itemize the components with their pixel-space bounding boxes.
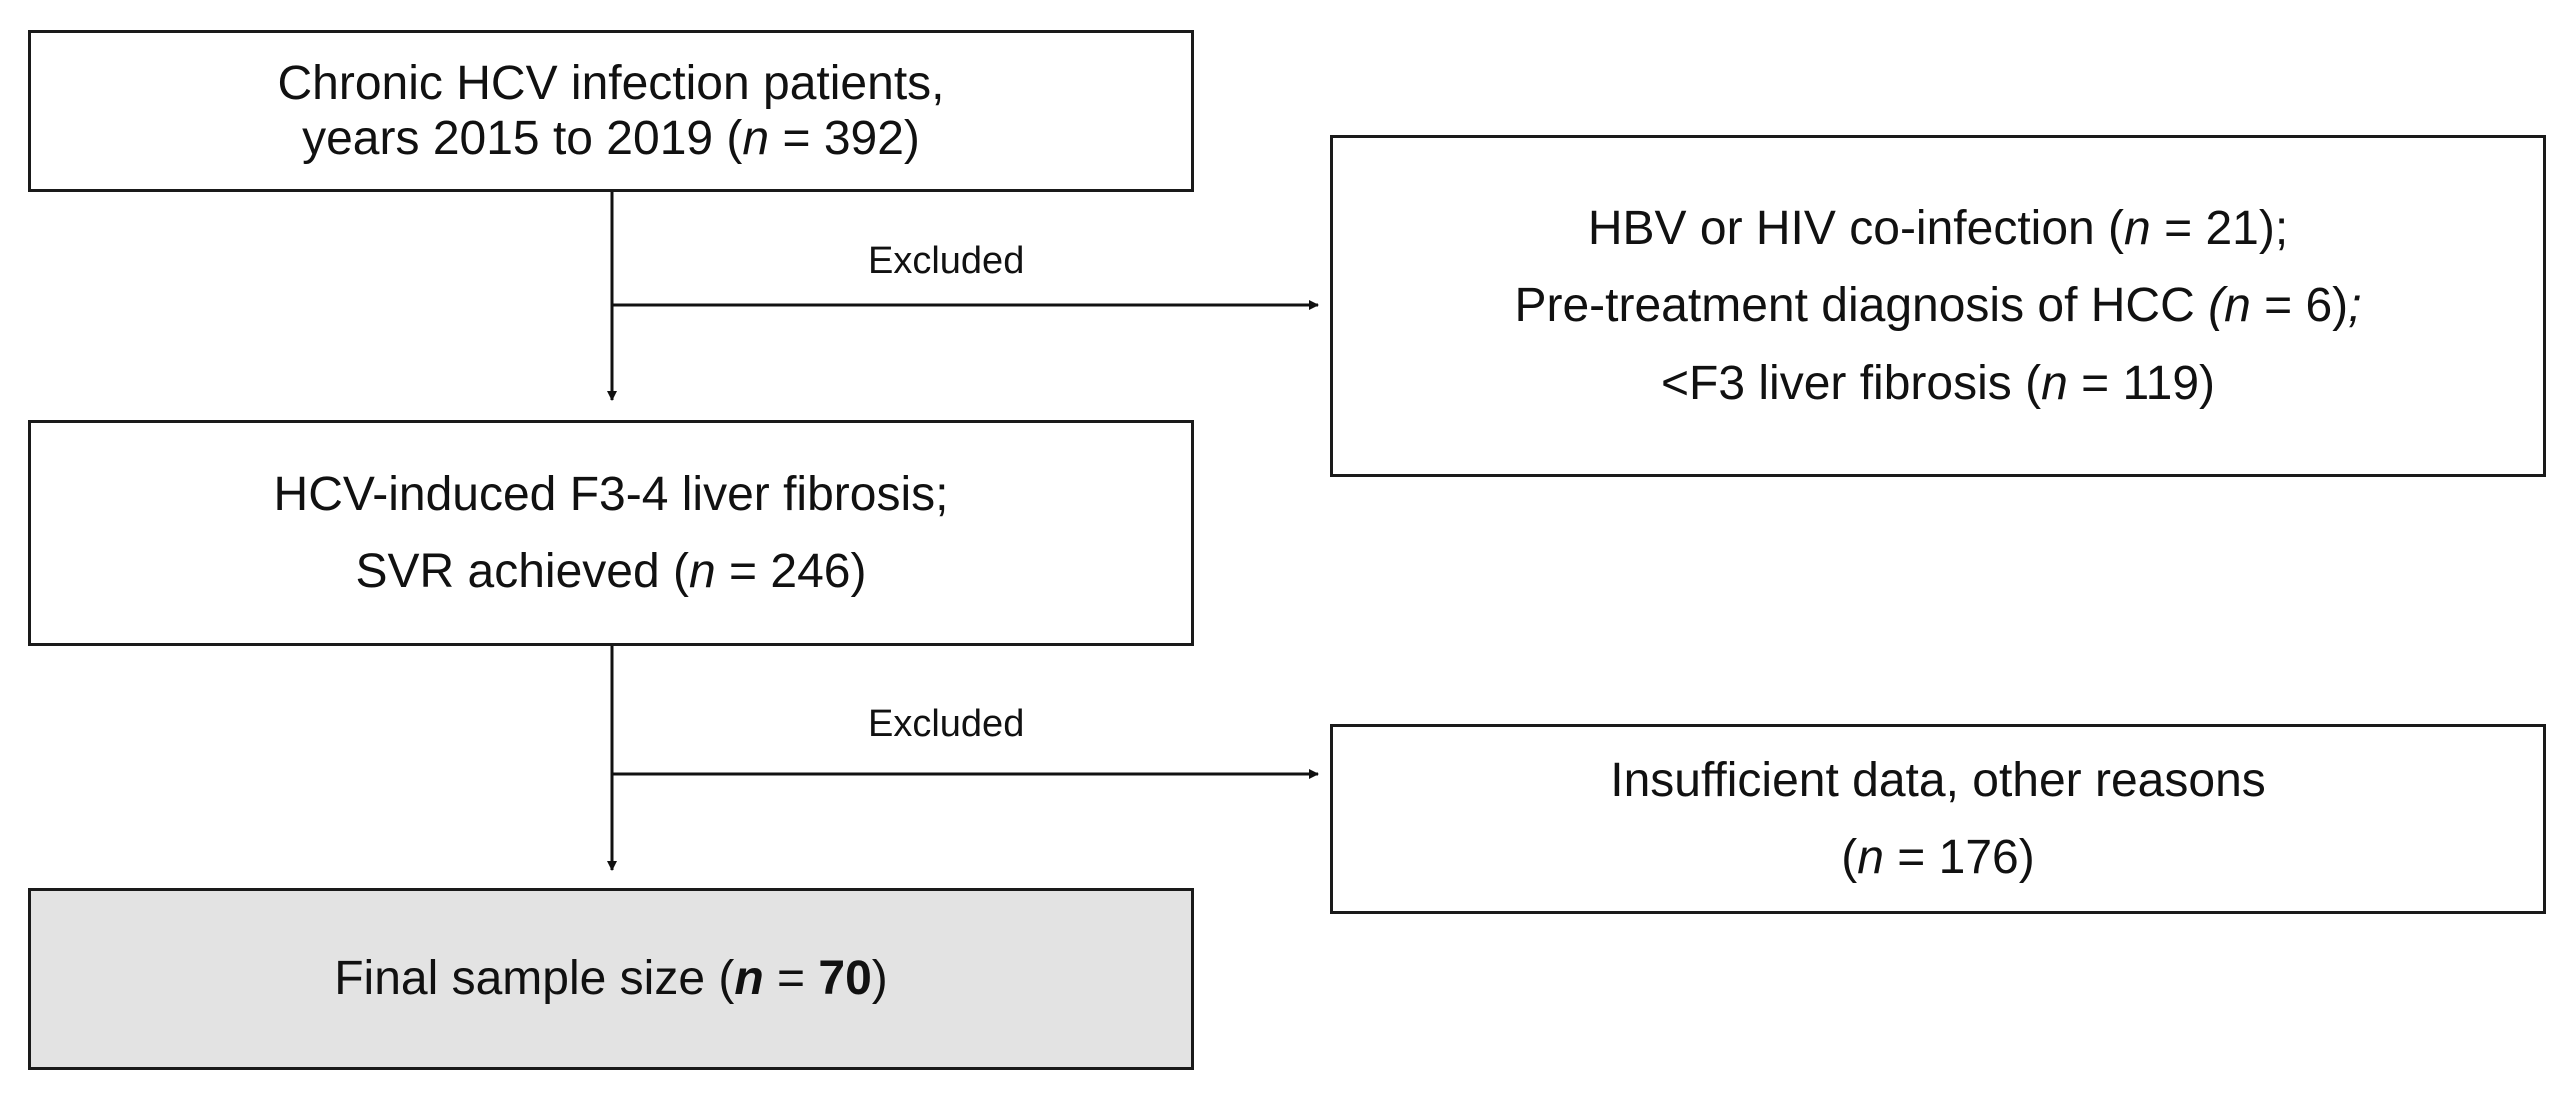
- chronic-line-1: Chronic HCV infection patients,: [277, 56, 945, 110]
- box-chronic-hcv-patients: Chronic HCV infection patients, years 20…: [28, 30, 1194, 192]
- box-final-sample-size: Final sample size (n = 70): [28, 888, 1194, 1070]
- fibrosis-line-2: SVR achieved (n = 246): [355, 545, 867, 598]
- excluded-label-2: Excluded: [868, 703, 1025, 745]
- excluded1-line-2: Pre-treatment diagnosis of HCC (n = 6);: [1514, 279, 2362, 333]
- excluded1-line-1: HBV or HIV co-infection (n = 21);: [1587, 202, 2289, 256]
- box-excluded-insufficient-data: Insufficient data, other reasons (n = 17…: [1330, 724, 2546, 914]
- excluded2-line-2: (n = 176): [1841, 831, 2035, 884]
- box-f3-4-fibrosis-svr: HCV-induced F3-4 liver fibrosis; SVR ach…: [28, 420, 1194, 646]
- excluded2-line-1: Insufficient data, other reasons: [1610, 753, 2266, 807]
- chronic-line-2: years 2015 to 2019 (n = 392): [302, 112, 920, 165]
- box-excluded-coinfection-hcc-fibrosis: HBV or HIV co-infection (n = 21); Pre-tr…: [1330, 135, 2546, 477]
- excluded-label-1: Excluded: [868, 240, 1025, 282]
- final-line: Final sample size (n = 70): [334, 952, 888, 1006]
- fibrosis-line-1: HCV-induced F3-4 liver fibrosis;: [273, 467, 949, 521]
- excluded1-line-3: <F3 liver fibrosis (n = 119): [1660, 356, 2215, 410]
